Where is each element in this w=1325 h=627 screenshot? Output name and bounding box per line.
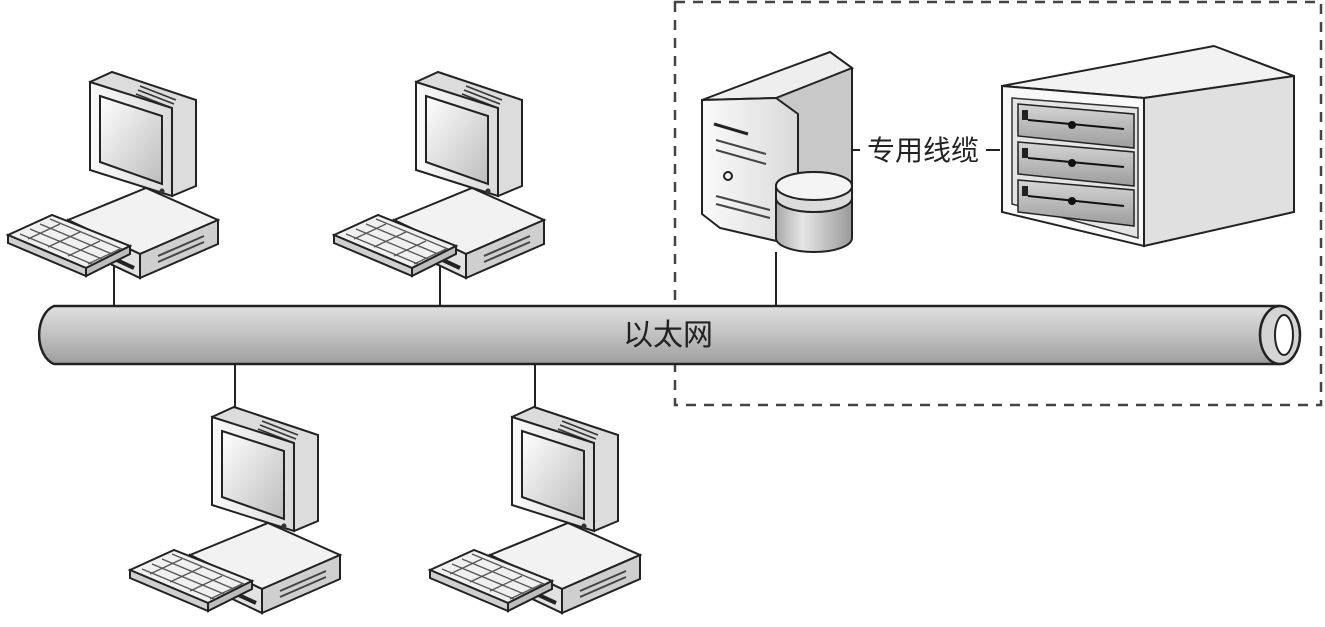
- workstation-bottom-1-icon: [128, 405, 342, 615]
- ethernet-bus: [37, 304, 1302, 366]
- workstation-top-2-icon: [332, 70, 546, 280]
- database-cylinder-icon: [775, 171, 853, 253]
- workstation-top-1-icon: [6, 70, 220, 280]
- ethernet-label: 以太网: [623, 318, 713, 353]
- server-group-dashed-box: [673, 0, 1323, 407]
- workstation-bottom-2-icon: [428, 405, 642, 615]
- dedicated-cable-label: 专用线缆: [867, 134, 979, 167]
- storage-array-icon: [1001, 44, 1295, 248]
